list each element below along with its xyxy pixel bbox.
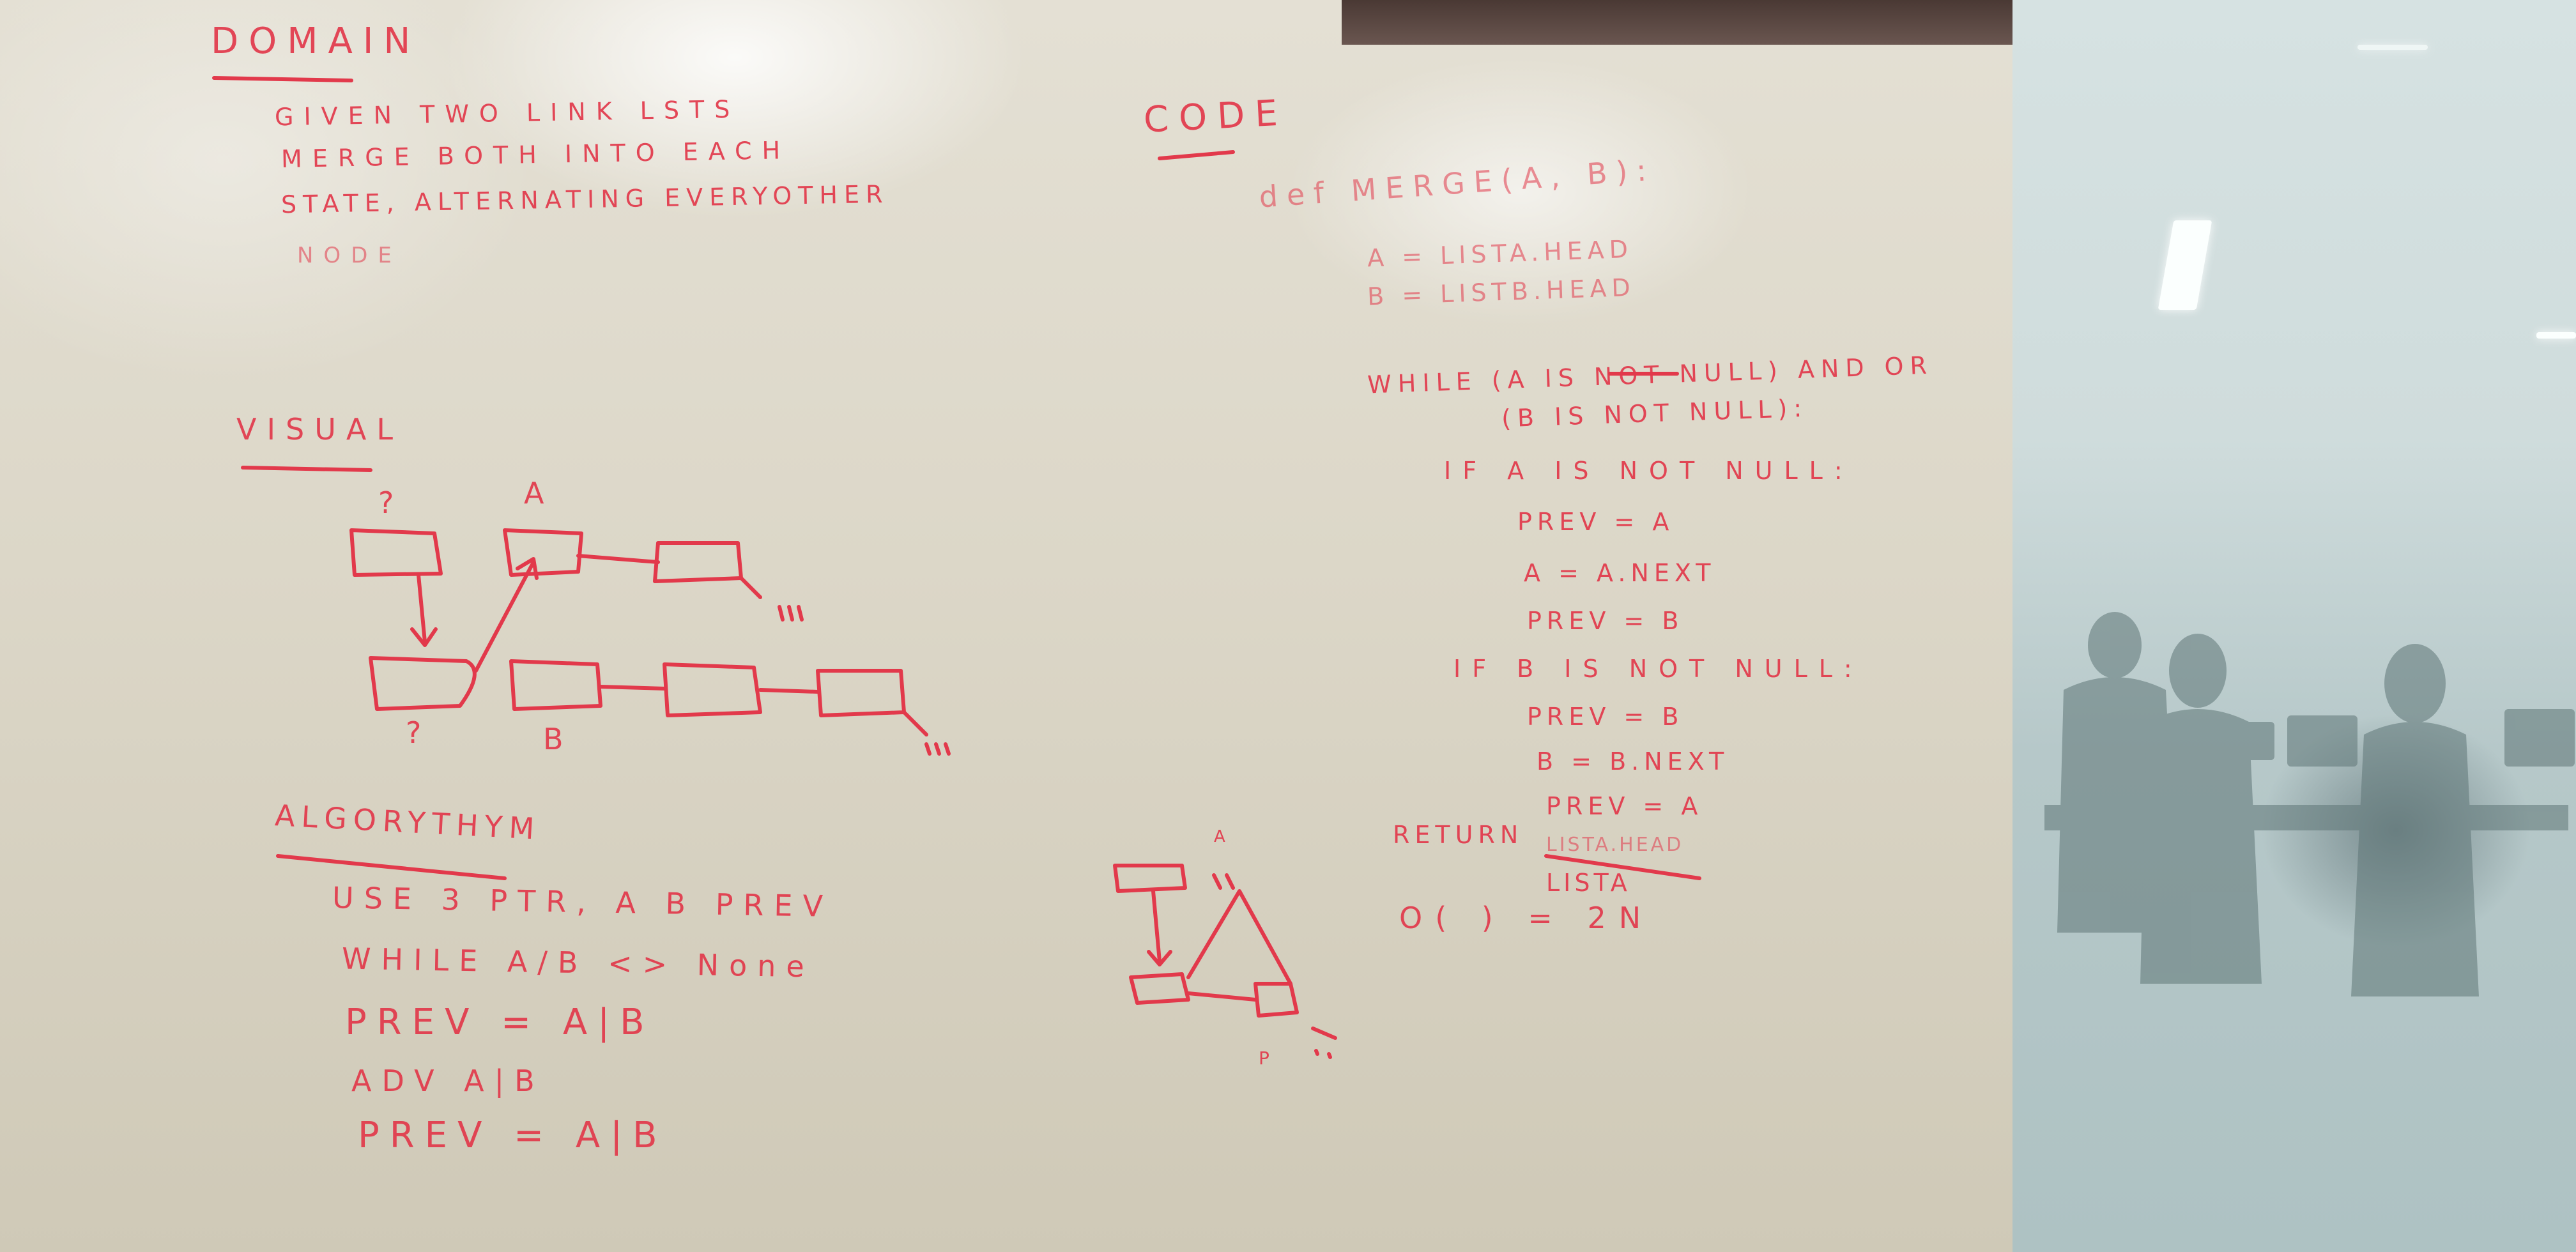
visual-heading: VISUAL (236, 412, 403, 447)
code-if-b: IF B IS NOT NULL: (1453, 655, 1864, 683)
algorithm-underline (276, 854, 507, 880)
node-box (509, 659, 602, 711)
code-return-value: LISTA (1546, 869, 1631, 897)
linked-list-diagram (349, 528, 951, 756)
algorithm-line: PREV = A|B (358, 1115, 668, 1156)
node-box (369, 656, 477, 711)
node-box (503, 528, 583, 577)
algorithm-line: ADV A|B (351, 1064, 545, 1098)
algorithm-line: PREV = A|B (345, 1002, 655, 1043)
code-prev-a2: PREV = A (1546, 792, 1703, 820)
ceiling-light (2536, 332, 2576, 339)
code-prev-b2: PREV = B (1527, 703, 1684, 731)
small-diagram-label-a: A (1214, 827, 1225, 846)
code-heading: CODE (1142, 92, 1289, 141)
node-box (653, 541, 743, 583)
small-merge-diagram (1113, 864, 1337, 1059)
domain-line: NODE (297, 243, 402, 268)
code-a-next: A = A.NEXT (1524, 559, 1716, 587)
whiteboard (0, 0, 2038, 1252)
domain-underline (212, 76, 353, 82)
code-b-next: B = B.NEXT (1537, 747, 1729, 775)
node-box (349, 528, 443, 577)
code-underline (1158, 150, 1235, 160)
small-diagram-label-p: P (1259, 1048, 1269, 1069)
visual-label-a: A (524, 476, 555, 510)
code-prev-b: PREV = B (1527, 607, 1684, 635)
people-behind-glass (2044, 612, 2575, 996)
domain-heading: DOMAIN (211, 20, 421, 62)
ceiling-light (2358, 45, 2428, 50)
visual-label-question: ? (378, 485, 404, 520)
node-box (663, 662, 762, 717)
code-complexity: O( ) = 2N (1399, 901, 1654, 935)
code-if-a: IF A IS NOT NULL: (1444, 457, 1854, 485)
code-prev-a: PREV = A (1517, 508, 1675, 536)
code-return: RETURN (1393, 821, 1524, 849)
return-strikethrough (1544, 854, 1701, 880)
visual-underline (241, 466, 372, 472)
visual-label-b: B (543, 722, 574, 756)
node-box (816, 669, 906, 717)
whiteboard-frame (1342, 0, 2042, 45)
code-return-struck: LISTA.HEAD (1546, 834, 1684, 856)
visual-label-question: ? (406, 715, 432, 750)
